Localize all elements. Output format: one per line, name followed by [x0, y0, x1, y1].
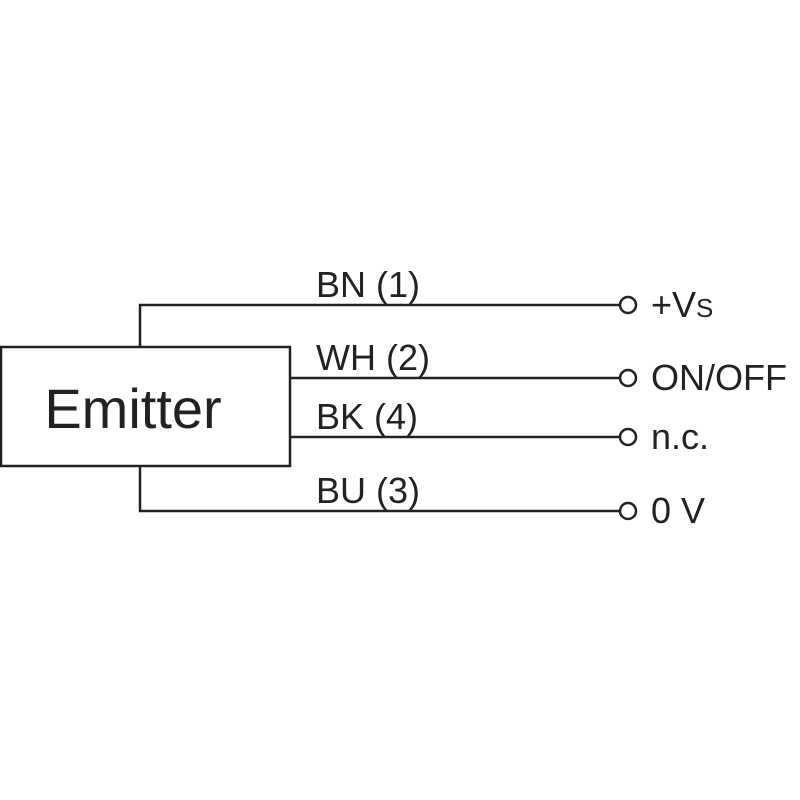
emitter-label: Emitter: [44, 377, 221, 440]
terminal-bu: [618, 501, 638, 521]
terminal-label-bk: n.c.: [651, 416, 709, 457]
wire-label-wh: WH (2): [316, 337, 430, 378]
wire-bu: [138, 466, 620, 513]
terminal-label-bn: +VS: [651, 284, 713, 325]
terminal-wh: [618, 368, 638, 388]
wire-label-bk: BK (4): [316, 396, 418, 437]
wire-label-bn: BN (1): [316, 264, 420, 305]
wire-label-bu: BU (3): [316, 470, 420, 511]
terminal-bk: [618, 427, 638, 447]
emitter-box: [0, 345, 292, 468]
terminal-label-wh: ON/OFF: [651, 357, 787, 398]
terminal-label-bu: 0 V: [651, 490, 705, 531]
wire-bn: [138, 303, 620, 347]
terminal-bn: [618, 295, 638, 315]
